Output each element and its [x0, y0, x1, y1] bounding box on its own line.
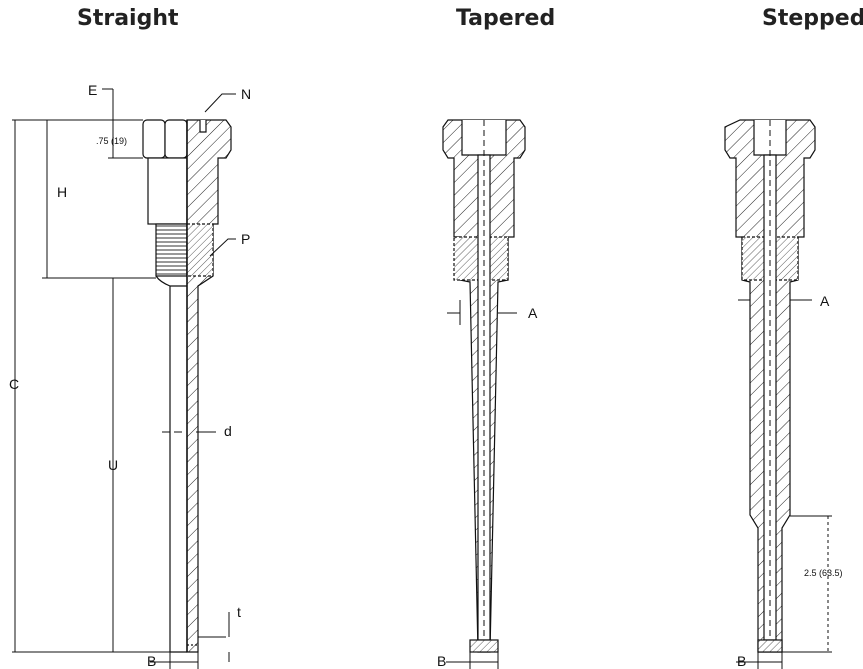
hex-flat-right: [164, 119, 188, 159]
label-P: P: [241, 231, 250, 247]
thread-left: [155, 223, 188, 277]
stepped-dimensions: [736, 290, 832, 669]
label-H: H: [57, 184, 67, 200]
tapered-dimensions: [446, 300, 517, 669]
label-C: C: [9, 376, 19, 392]
title-tapered: Tapered: [456, 6, 556, 31]
label-d: d: [224, 423, 232, 439]
shank-left: [147, 157, 188, 225]
label-t: t: [237, 604, 241, 620]
tapered-thermowell: [442, 119, 526, 653]
hex-flat-left: [142, 119, 166, 159]
straight-dimensions: [12, 88, 236, 669]
label-B-tapered: B: [437, 653, 446, 669]
title-stepped: Stepped: [762, 6, 863, 31]
label-A-tapered: A: [528, 305, 538, 321]
label-B-stepped: B: [737, 653, 746, 669]
thread-section-straight: [186, 223, 214, 277]
label-E: E: [88, 82, 97, 98]
label-N: N: [241, 86, 251, 102]
label-B-straight: B: [147, 653, 156, 669]
stepped-thermowell: [724, 119, 816, 653]
label-U: U: [108, 457, 118, 473]
label-hex-height: .75 (19): [96, 136, 127, 146]
section-straight: [186, 119, 232, 653]
label-A-stepped: A: [820, 293, 830, 309]
straight-thermowell: [142, 119, 232, 653]
label-step-length: 2.5 (63.5): [804, 568, 843, 578]
neck-left: [155, 275, 187, 287]
title-straight: Straight: [77, 6, 179, 31]
